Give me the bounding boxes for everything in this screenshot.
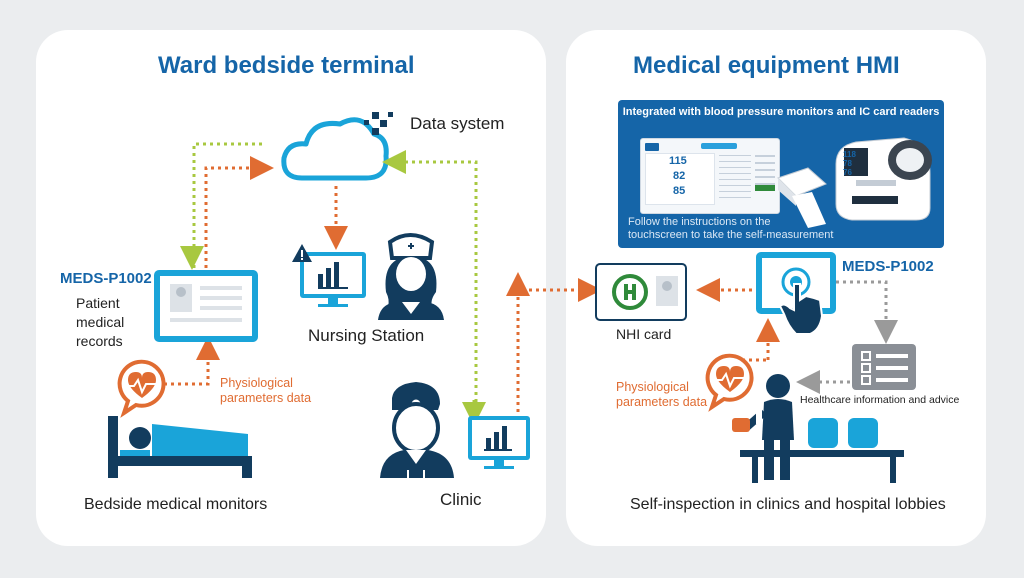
screen-sidebar: [755, 155, 775, 191]
records-line-2: medical: [76, 314, 125, 330]
screen-tab: [701, 143, 737, 149]
hmi-instruction-text: Follow the instructions on the touchscre…: [628, 216, 938, 242]
gray-arrow-terminal-checklist: [836, 280, 898, 344]
orange-arrow-records-cloud: [204, 156, 274, 268]
heart-monitor-bubble-icon: [117, 359, 166, 418]
doctor-icon: [380, 382, 454, 482]
orange-arrow-clinic-nhi: [516, 278, 602, 412]
screen-value-pulse: 85: [673, 185, 686, 197]
physio-left-line-2: parameters data: [220, 391, 312, 405]
instruction-line-2: touchscreen to take the self-measurement: [628, 229, 834, 241]
screen-value-diastolic: 82: [673, 170, 686, 182]
orange-arrow-monitor-records: [164, 336, 220, 386]
lime-arrow-records-cloud: [192, 142, 262, 268]
physio-data-label-left: Physiological parameters data: [220, 376, 311, 406]
heart-bubble-right-icon: [705, 353, 754, 412]
cloud-icon: [281, 117, 389, 181]
clinic-label: Clinic: [440, 490, 482, 509]
screen-table: [719, 155, 751, 199]
physio-right-line-2: parameters data: [616, 395, 708, 409]
data-system-label: Data system: [410, 114, 505, 133]
screen-logo: [645, 143, 659, 151]
device-readout: 118 78 76: [843, 150, 856, 177]
nurse-icon: [378, 233, 444, 320]
screen-value-systolic: 115: [669, 155, 687, 167]
instruction-line-1: Follow the instructions on the: [628, 216, 771, 228]
ward-bedside-title: Ward bedside terminal: [158, 52, 415, 79]
records-tablet-icon: [154, 270, 258, 342]
lime-arrow-clinic-cloud: [382, 150, 478, 416]
readout-line-1: 118: [843, 150, 856, 159]
physio-data-label-right: Physiological parameters data: [616, 380, 707, 410]
seated-patient-icon: [732, 374, 794, 480]
physio-right-line-1: Physiological: [616, 380, 689, 394]
nursing-station-label: Nursing Station: [308, 326, 425, 345]
records-line-3: records: [76, 333, 123, 349]
card-reader-icon: [777, 167, 827, 228]
pointing-hand-icon: [778, 283, 824, 335]
healthcare-info-label: Healthcare information and advice: [800, 394, 960, 406]
patient-records-label: Patient medical records: [76, 294, 124, 351]
screen-confirm-button: [755, 185, 775, 191]
readout-line-3: 76: [843, 168, 852, 177]
blood-pressure-monitor-icon: [835, 137, 932, 221]
patient-bed-icon: [108, 416, 252, 478]
clinic-monitor-icon: [468, 416, 530, 469]
warning-icon: [292, 244, 312, 262]
hmi-banner-text: Integrated with blood pressure monitors …: [622, 106, 940, 118]
nhi-card-icon: [595, 263, 687, 321]
readout-line-2: 78: [843, 159, 852, 168]
nursing-monitor-icon: [300, 252, 366, 307]
device-model-right: MEDS-P1002: [842, 258, 934, 275]
hmi-screen-image: 115 82 85: [640, 138, 780, 214]
hmi-integration-box: Integrated with blood pressure monitors …: [618, 100, 944, 248]
data-system-icon: [364, 112, 393, 135]
records-line-1: Patient: [76, 295, 120, 311]
medical-hmi-title: Medical equipment HMI: [633, 52, 900, 79]
nhi-card-label: NHI card: [616, 326, 672, 342]
self-inspection-label: Self-inspection in clinics and hospital …: [630, 496, 946, 513]
bedside-monitors-label: Bedside medical monitors: [84, 496, 268, 513]
physio-left-line-1: Physiological: [220, 376, 293, 390]
screen-reading-card: [645, 153, 715, 205]
checklist-icon: [852, 344, 916, 390]
waiting-bench-icon: [740, 418, 904, 483]
device-model-left: MEDS-P1002: [60, 270, 152, 287]
